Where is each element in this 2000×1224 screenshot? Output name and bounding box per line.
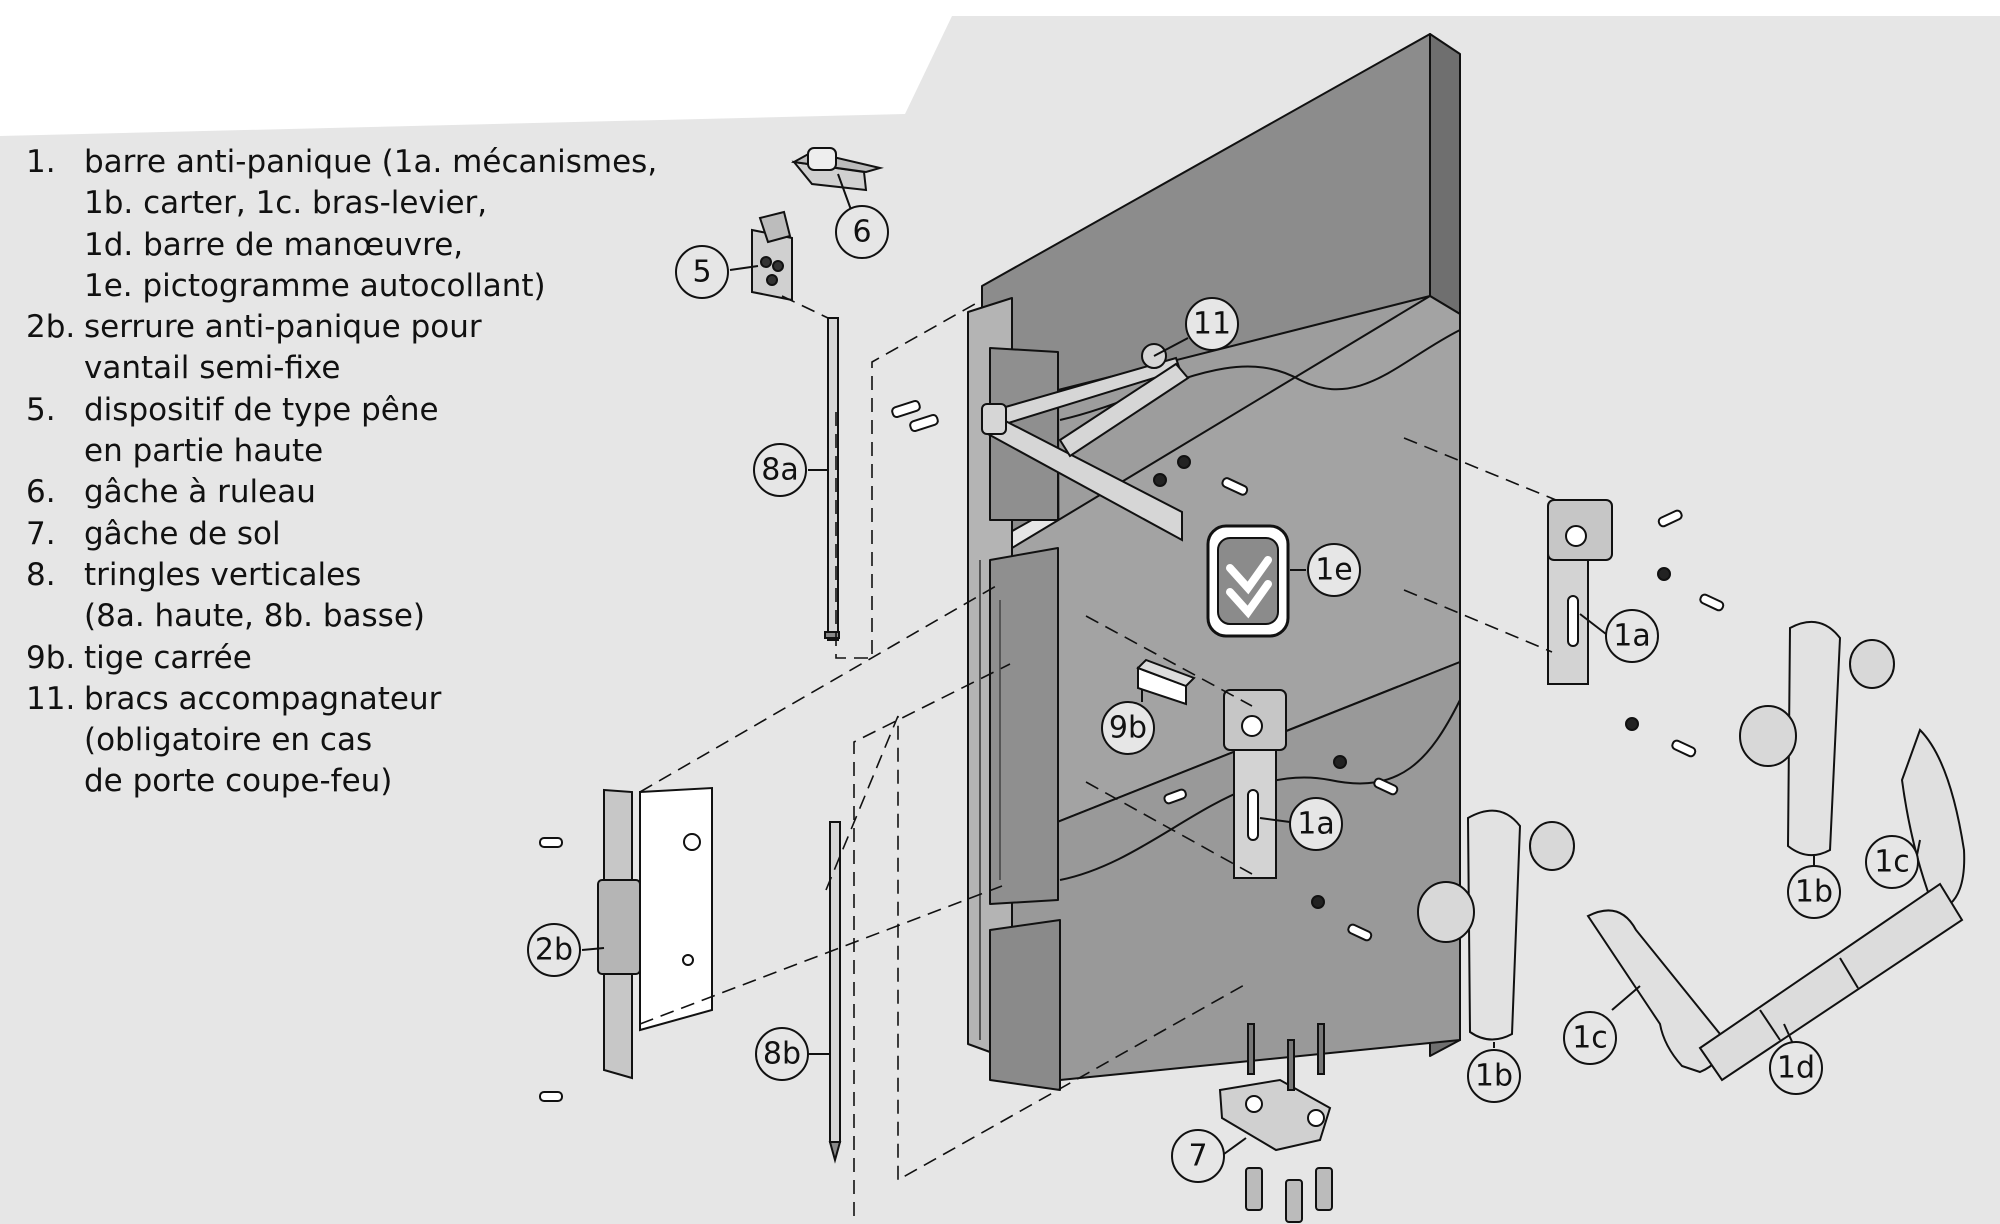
callout-8a: 8a xyxy=(753,443,828,497)
callout-11: 11 xyxy=(1153,297,1239,357)
callout-8b: 8b xyxy=(755,1027,830,1081)
callout-1b-left: 1b xyxy=(1467,1042,1521,1103)
legend-line: bracs accompagnateur xyxy=(84,680,442,717)
callout-1a-middle: 1a xyxy=(1259,797,1343,851)
legend-line: (8a. haute, 8b. basse) xyxy=(84,598,425,635)
svg-text:7: 7 xyxy=(1188,1139,1207,1174)
legend-number: 7. xyxy=(26,515,56,552)
parts-legend: 1. barre anti-panique (1a. mécanismes, 1b.… xyxy=(26,142,686,803)
callout-9b: 9b xyxy=(1101,690,1155,755)
svg-text:1a: 1a xyxy=(1297,807,1334,842)
legend-item: 5. dispositif de type pêne en partie haute xyxy=(26,390,686,473)
companion-arm xyxy=(981,343,1190,542)
callout-1a-right: 1a xyxy=(1579,609,1659,663)
legend-text: bracs accompagnateur (obligatoire en cas d… xyxy=(84,679,441,803)
vertical-rods xyxy=(824,317,842,1164)
legend-text: dispositif de type pêne en partie haute xyxy=(84,390,439,473)
legend-line: 1d. barre de manœuvre, xyxy=(84,226,464,263)
legend-number: 8. xyxy=(26,556,56,593)
legend-item: 9b.tige carrée xyxy=(26,638,686,679)
callout-1b-right: 1b xyxy=(1787,856,1841,919)
legend-line: de porte coupe-feu) xyxy=(84,763,393,800)
legend-line: (obligatoire en cas xyxy=(84,722,373,759)
pictogram-sticker xyxy=(1206,524,1290,638)
legend-item: 1. barre anti-panique (1a. mécanismes, 1b.… xyxy=(26,142,686,307)
roller-strike xyxy=(790,147,884,192)
svg-text:8a: 8a xyxy=(761,453,798,488)
legend-text: serrure anti-panique pour vantail semi-fi… xyxy=(84,307,482,390)
svg-text:1b: 1b xyxy=(1795,875,1833,910)
svg-text:1e: 1e xyxy=(1315,553,1353,588)
svg-text:1b: 1b xyxy=(1475,1059,1513,1094)
legend-line: tringles verticales xyxy=(84,556,362,593)
mechanism-1a-right xyxy=(1547,499,1613,685)
svg-text:5: 5 xyxy=(692,255,711,290)
callout-7: 7 xyxy=(1171,1129,1247,1183)
svg-text:1d: 1d xyxy=(1777,1051,1815,1086)
legend-text: barre anti-panique (1a. mécanismes, 1b. c… xyxy=(84,142,657,307)
legend-number: 11. xyxy=(26,680,76,717)
legend-number: 1. xyxy=(26,144,56,180)
legend-line: en partie haute xyxy=(84,433,324,470)
legend-text: tige carrée xyxy=(84,638,252,679)
legend-line: gâche à ruleau xyxy=(84,474,316,511)
legend-text: gâche à ruleau xyxy=(84,472,316,513)
legend-item: 11.bracs accompagnateur (obligatoire en c… xyxy=(26,679,686,803)
assembly-guide-lines xyxy=(639,295,1557,1216)
svg-text:1a: 1a xyxy=(1613,619,1650,654)
legend-line: dispositif de type pêne xyxy=(84,391,439,428)
legend-line: 1b. carter, 1c. bras-levier, xyxy=(84,185,488,222)
legend-line: vantail semi-fixe xyxy=(84,350,341,387)
legend-item: 2b.serrure anti-panique pour vantail semi… xyxy=(26,307,686,390)
legend-item: 6. gâche à ruleau xyxy=(26,472,686,513)
legend-item: 8. tringles verticales (8a. haute, 8b. bas… xyxy=(26,555,686,638)
callout-1d: 1d xyxy=(1769,1023,1823,1095)
cover-1b-right xyxy=(1739,620,1895,857)
legend-line: 1e. pictogramme autocollant) xyxy=(84,267,546,304)
mechanism-1a-middle xyxy=(1223,689,1287,879)
svg-text:1c: 1c xyxy=(1572,1021,1608,1056)
legend-number: 2b. xyxy=(26,309,76,346)
legend-number: 6. xyxy=(26,474,56,511)
legend-line: tige carrée xyxy=(84,639,252,676)
callout-2b: 2b xyxy=(527,923,605,977)
push-bar xyxy=(1586,728,1966,1082)
legend-text: gâche de sol xyxy=(84,514,281,555)
callout-6: 6 xyxy=(835,173,889,259)
svg-text:6: 6 xyxy=(852,215,871,250)
floor-strike xyxy=(1218,1023,1333,1223)
legend-number: 9b. xyxy=(26,639,76,676)
legend-number: 5. xyxy=(26,391,56,428)
legend-item: 7. gâche de sol xyxy=(26,514,686,555)
top-latch-device xyxy=(751,210,793,302)
callout-1c-left: 1c xyxy=(1563,985,1641,1065)
svg-text:8b: 8b xyxy=(763,1037,801,1072)
square-rod xyxy=(1136,658,1196,706)
fixing-screws xyxy=(891,399,1725,942)
legend-text: tringles verticales (8a. haute, 8b. basse… xyxy=(84,555,425,638)
svg-text:2b: 2b xyxy=(535,933,573,968)
panic-lock xyxy=(539,786,713,1102)
legend-line: serrure anti-panique pour xyxy=(84,309,482,346)
cover-1b-left xyxy=(1417,809,1575,1041)
legend-line: barre anti-panique (1a. mécanismes, xyxy=(84,144,658,180)
callout-1c-right: 1c xyxy=(1865,835,1921,889)
svg-text:9b: 9b xyxy=(1109,711,1147,746)
svg-text:1c: 1c xyxy=(1874,845,1910,880)
callout-1e: 1e xyxy=(1290,543,1361,597)
legend-line: gâche de sol xyxy=(84,515,281,552)
callout-5: 5 xyxy=(675,245,759,299)
svg-text:11: 11 xyxy=(1193,307,1231,342)
